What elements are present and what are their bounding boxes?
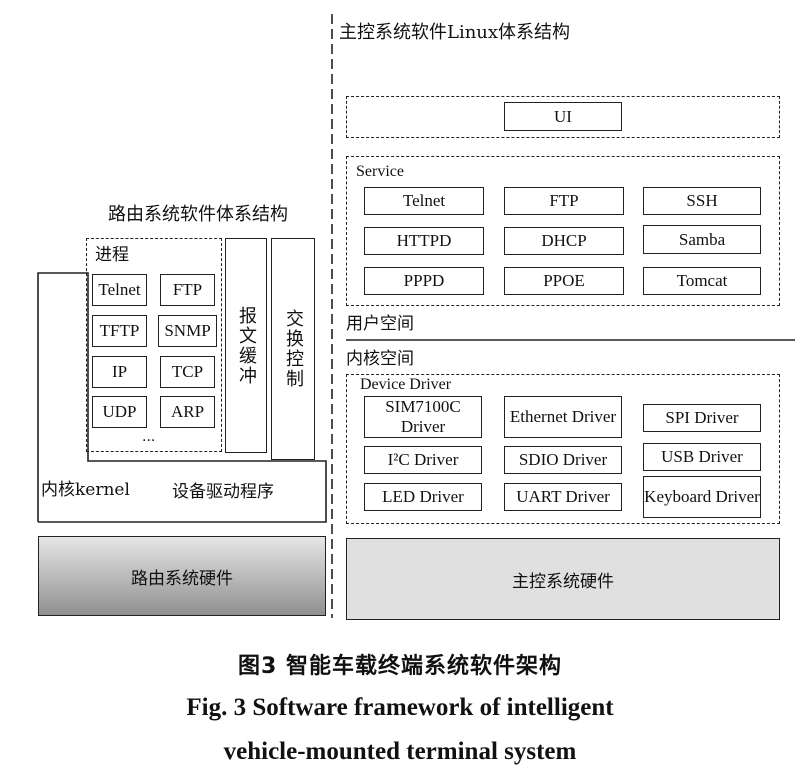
service-ftp: FTP bbox=[504, 187, 624, 215]
service-label: Service bbox=[356, 163, 404, 180]
service-tomcat: Tomcat bbox=[643, 267, 761, 295]
driver-ethernet: Ethernet Driver bbox=[504, 396, 622, 438]
driver-led: LED Driver bbox=[364, 483, 482, 511]
process-group bbox=[86, 238, 222, 452]
driver-usb: USB Driver bbox=[643, 443, 761, 471]
packet-buffer-box: 报文缓冲 bbox=[225, 238, 267, 453]
process-ip: IP bbox=[92, 356, 147, 388]
left-title: 路由系统软件体系结构 bbox=[108, 204, 288, 225]
process-telnet: Telnet bbox=[92, 274, 147, 306]
service-group bbox=[346, 156, 780, 306]
ui-group bbox=[346, 96, 780, 138]
driver-keyboard: Keyboard Driver bbox=[643, 476, 761, 518]
caption-en-line1: Fig. 3 Software framework of intelligent bbox=[186, 694, 614, 721]
switch-control-label: 交换控制 bbox=[283, 309, 304, 389]
driver-i2c: I²C Driver bbox=[364, 446, 482, 474]
service-samba: Samba bbox=[643, 225, 761, 254]
router-hardware: 路由系统硬件 bbox=[38, 536, 326, 616]
device-driver-group bbox=[346, 374, 780, 524]
process-label: 进程 bbox=[95, 245, 129, 265]
user-space-label: 用户空间 bbox=[346, 314, 414, 334]
driver-spi: SPI Driver bbox=[643, 404, 761, 432]
driver-sdio: SDIO Driver bbox=[504, 446, 622, 474]
process-tcp: TCP bbox=[160, 356, 215, 388]
process-ftp: FTP bbox=[160, 274, 215, 306]
process-snmp: SNMP bbox=[158, 315, 217, 347]
service-httpd: HTTPD bbox=[364, 227, 484, 255]
process-arp: ARP bbox=[160, 396, 215, 428]
caption-cn: 图3 智能车载终端系统软件架构 bbox=[238, 654, 562, 679]
process-ellipsis: ... bbox=[142, 429, 156, 445]
service-ppoe: PPOE bbox=[504, 267, 624, 295]
service-telnet: Telnet bbox=[364, 187, 484, 215]
main-control-hardware: 主控系统硬件 bbox=[346, 538, 780, 620]
switch-control-box: 交换控制 bbox=[271, 238, 315, 460]
service-ssh: SSH bbox=[643, 187, 761, 215]
driver-sim7100c: SIM7100C Driver bbox=[364, 396, 482, 438]
service-dhcp: DHCP bbox=[504, 227, 624, 255]
packet-buffer-label: 报文缓冲 bbox=[236, 305, 257, 386]
ui-box: UI bbox=[504, 102, 622, 131]
right-title: 主控系统软件Linux体系结构 bbox=[339, 22, 571, 43]
driver-uart: UART Driver bbox=[504, 483, 622, 511]
caption-en-line2: vehicle-mounted terminal system bbox=[223, 738, 577, 765]
service-pppd: PPPD bbox=[364, 267, 484, 295]
process-udp: UDP bbox=[92, 396, 147, 428]
device-driver-cn-label: 设备驱动程序 bbox=[172, 482, 274, 502]
kernel-label: 内核kernel bbox=[41, 480, 130, 500]
device-driver-label: Device Driver bbox=[360, 376, 452, 393]
process-tftp: TFTP bbox=[92, 315, 147, 347]
kernel-space-label: 内核空间 bbox=[346, 349, 414, 369]
